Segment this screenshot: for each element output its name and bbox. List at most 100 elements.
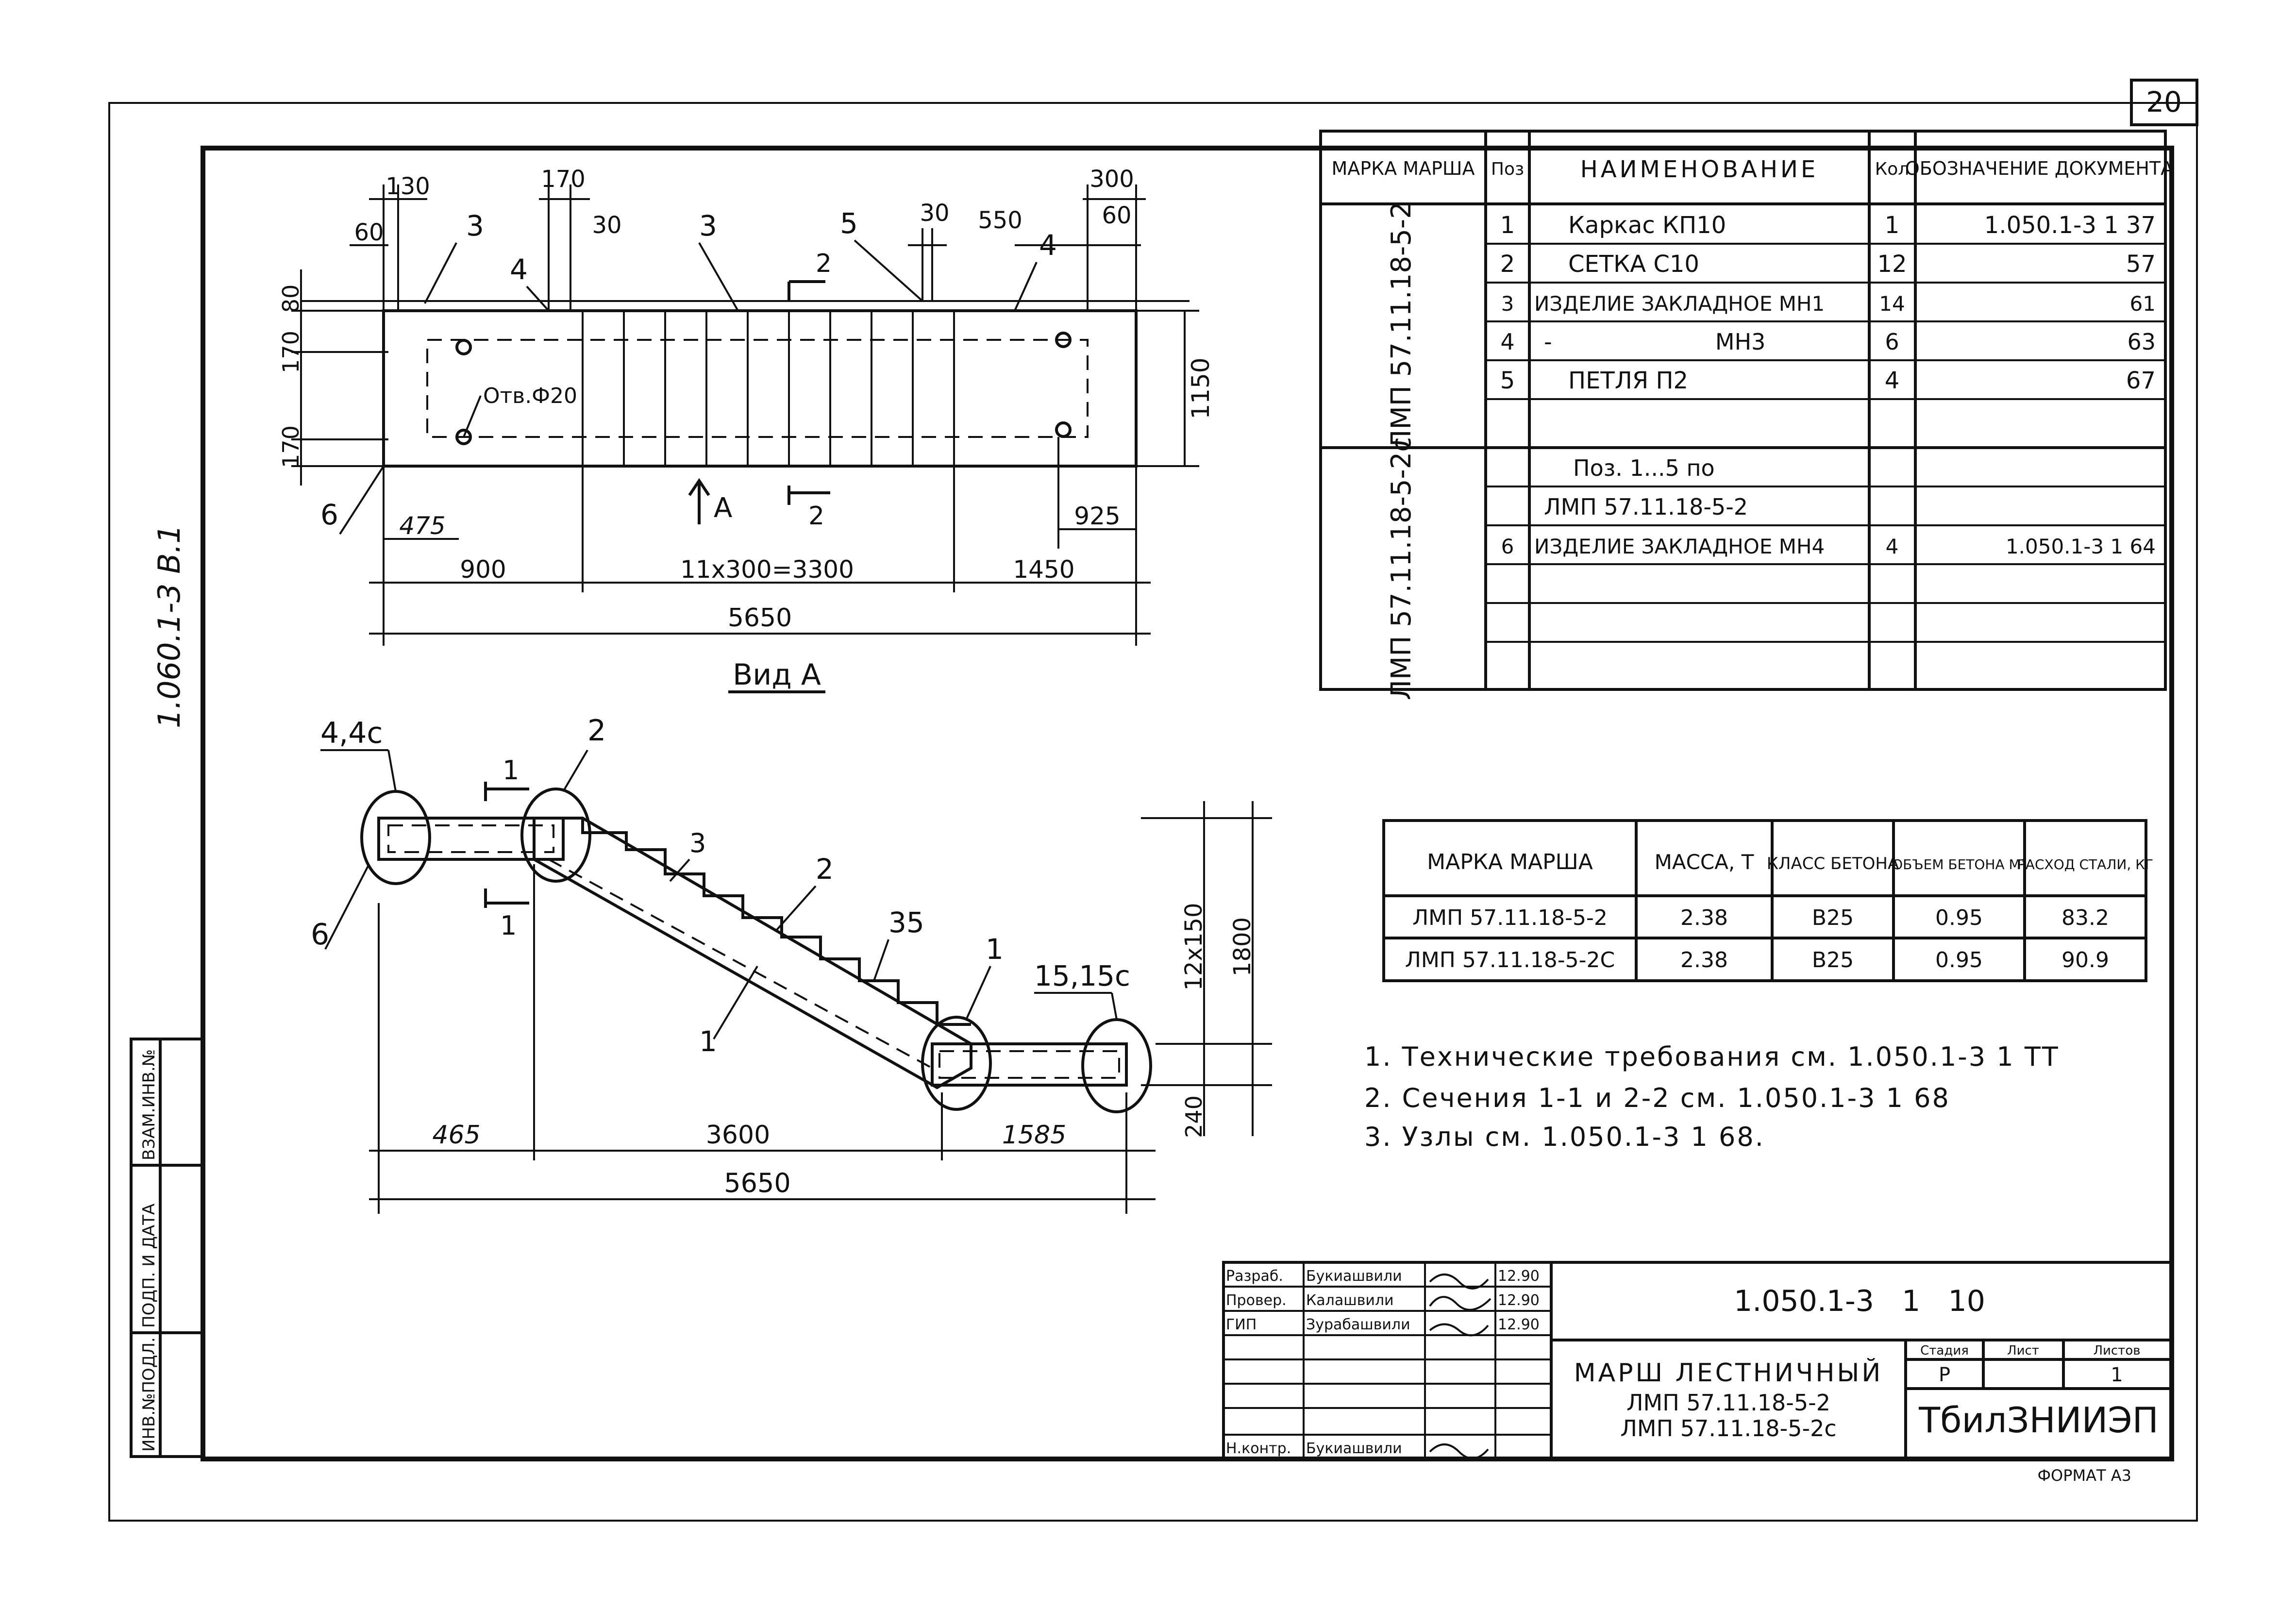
svg-text:ПЕТЛЯ П2: ПЕТЛЯ П2 [1568, 367, 1688, 394]
plan-top-dim-30b: 30 [920, 200, 949, 227]
signer-name-4: Букиашвили [1306, 1440, 1402, 1457]
section-callout-3: 3 [689, 828, 706, 858]
page-number: 20 [2146, 85, 2182, 118]
svg-text:ИЗДЕЛИЕ ЗАКЛАДНОЕ МН4: ИЗДЕЛИЕ ЗАКЛАДНОЕ МН4 [1534, 535, 1825, 558]
svg-text:4: 4 [1500, 329, 1514, 355]
svg-text:В25: В25 [1812, 948, 1854, 972]
section-bottom-dim-1585: 1585 [1002, 1121, 1066, 1150]
svg-text:Поз. 1...5 по: Поз. 1...5 по [1573, 455, 1715, 481]
page-number-box [2130, 79, 2198, 126]
table-row: 1 Каркас КП10 1 1.050.1-3 1 37 [1500, 212, 2156, 239]
svg-text:1.050.1-3 1 64: 1.050.1-3 1 64 [2006, 535, 2156, 558]
plan-total-dim: 5650 [728, 603, 792, 633]
svg-text:ЛМП 57.11.18-5-2С: ЛМП 57.11.18-5-2С [1405, 948, 1615, 972]
format-label: ФОРМАТ А3 [2038, 1466, 2132, 1485]
note-1: 1. Технические требования см. 1.050.1-3 … [1364, 1041, 2060, 1072]
table-row: 5 ПЕТЛЯ П2 4 67 [1500, 367, 2156, 394]
title-block: Разраб. Букиашвили 12.90 Провер. Калашви… [1222, 1261, 2173, 1460]
table-row: Поз. 1...5 по [1573, 455, 1715, 481]
stage-header: Стадия [1920, 1343, 1969, 1358]
section-view: 4,4с 2 3 2 35 1 1 15,15с 6 1 1 12х150 18 [311, 714, 1272, 1214]
plan-callout-5: 5 [840, 207, 858, 240]
spec-header-pos: Поз [1491, 159, 1524, 179]
plan-top-dim-550: 550 [978, 207, 1022, 234]
section-callout-1b: 1 [986, 933, 1004, 966]
mass-header-volume: ОБЪЕМ БЕТОНА М³ [1892, 856, 2026, 872]
plan-top-dim-300: 300 [1089, 166, 1134, 193]
section-steps-dim: 12х150 [1180, 903, 1207, 990]
signer-date-3: 12.90 [1498, 1316, 1540, 1333]
svg-text:1: 1 [1885, 212, 1900, 239]
stamp-label-sign: ПОДП. И ДАТА [139, 1204, 159, 1328]
spec-group-mark-1: ЛМП 57.11.18-5-2 [1386, 201, 1417, 450]
table-row: ЛМП 57.11.18-5-2С 2.38 В25 0.95 90.9 [1405, 948, 2109, 972]
section-callout-35: 35 [888, 906, 924, 939]
signer-name-3: Зурабашвили [1306, 1316, 1410, 1333]
note-2: 2. Сечения 1-1 и 2-2 см. 1.050.1-3 1 68 [1364, 1083, 1950, 1113]
outer-border [108, 102, 2198, 1522]
plan-callout-4a: 4 [510, 253, 528, 286]
plan-callout-4b: 4 [1039, 229, 1057, 262]
table-row: 4 - МН3 6 63 [1500, 329, 2156, 355]
plan-left-dim-170b: 170 [278, 425, 304, 468]
plan-view: Отв.Ф20 130 170 300 60 30 30 550 60 80 1… [278, 166, 1215, 693]
spec-header-qty: Кол [1875, 159, 1910, 179]
svg-text:0.95: 0.95 [1935, 905, 1983, 930]
svg-text:5: 5 [1500, 367, 1515, 394]
spec-group-mark-2: ЛМП 57.11.18-5-2с [1386, 437, 1417, 700]
signer-role-2: Провер. [1226, 1292, 1287, 1309]
hole-label: Отв.Ф20 [483, 384, 577, 408]
svg-text:Каркас КП10: Каркас КП10 [1568, 212, 1726, 239]
plan-left-dim-80: 80 [278, 285, 304, 313]
signature-2 [1429, 1296, 1492, 1311]
mass-table: МАРКА МАРША МАССА, Т КЛАСС БЕТОНА ОБЪЕМ … [1382, 819, 2153, 982]
signer-name-2: Калашвили [1306, 1292, 1394, 1309]
plan-view-label: Вид А [733, 658, 821, 692]
signer-role-4: Н.контр. [1226, 1440, 1291, 1457]
svg-text:4: 4 [1886, 535, 1899, 558]
sheet-header: Лист [2007, 1343, 2039, 1358]
svg-text:67: 67 [2126, 367, 2156, 394]
signer-date-2: 12.90 [1498, 1292, 1540, 1309]
svg-text:СЕТКА С10: СЕТКА С10 [1568, 251, 1699, 278]
mass-header-class: КЛАСС БЕТОНА [1767, 854, 1899, 873]
plan-inner-dim-925: 925 [1074, 502, 1120, 530]
plan-bottom-dim-3300: 11х300=3300 [680, 555, 854, 584]
stamp-label-replace: ВЗАМ.ИНВ.№ [139, 1049, 159, 1160]
signer-role-1: Разраб. [1226, 1268, 1283, 1285]
spec-header-doc: ОБОЗНАЧЕНИЕ ДОКУМЕНТА [1905, 158, 2173, 179]
side-label: 1.060.1-3 В.1 [151, 524, 187, 728]
svg-text:2: 2 [1500, 251, 1515, 278]
plan-section-2-bottom: 2 [808, 502, 824, 531]
plan-top-dim-130: 130 [385, 173, 430, 200]
sheets-header: Листов [2093, 1343, 2140, 1358]
signature-4 [1429, 1443, 1489, 1459]
svg-text:3: 3 [1501, 292, 1514, 316]
svg-text:1.050.1-3 1 37: 1.050.1-3 1 37 [1984, 212, 2156, 239]
svg-text:ЛМП 57.11.18-5-2: ЛМП 57.11.18-5-2 [1544, 494, 1748, 520]
table-row: 6 ИЗДЕЛИЕ ЗАКЛАДНОЕ МН4 4 1.050.1-3 1 64 [1501, 535, 2156, 558]
table-row: 2 СЕТКА С10 12 57 [1500, 251, 2156, 278]
plan-top-dim-30a: 30 [592, 212, 621, 239]
section-callout-2a: 2 [587, 714, 606, 748]
plan-callout-3b: 3 [699, 209, 717, 242]
svg-text:6: 6 [1885, 329, 1899, 355]
plan-inner-dim-475: 475 [399, 512, 445, 540]
plan-right-dim: 1150 [1187, 357, 1215, 419]
plan-bottom-dim-1450: 1450 [1013, 555, 1074, 584]
title-mark-2: ЛМП 57.11.18-5-2с [1620, 1415, 1836, 1441]
mass-header-steel: РАСХОД СТАЛИ, КГ [2017, 856, 2153, 872]
section-callout-4-4c: 4,4с [320, 716, 383, 750]
svg-text:- МН3: - МН3 [1544, 329, 1765, 355]
svg-text:2.38: 2.38 [1680, 948, 1728, 972]
signature-3 [1429, 1323, 1489, 1337]
svg-text:12: 12 [1877, 251, 1907, 278]
section-total-dim: 5650 [724, 1168, 790, 1198]
stamp-label-inv: ИНВ.№ПОДЛ. [139, 1337, 159, 1452]
svg-text:2.38: 2.38 [1680, 905, 1728, 930]
svg-text:1: 1 [1500, 212, 1515, 239]
org-name: ТбилЗНИИЭП [1918, 1400, 2159, 1441]
spec-header-mark: МАРКА МАРША [1331, 158, 1475, 179]
spec-header-name: НАИМЕНОВАНИЕ [1580, 156, 1819, 183]
mass-header-mass: МАССА, Т [1655, 850, 1754, 874]
